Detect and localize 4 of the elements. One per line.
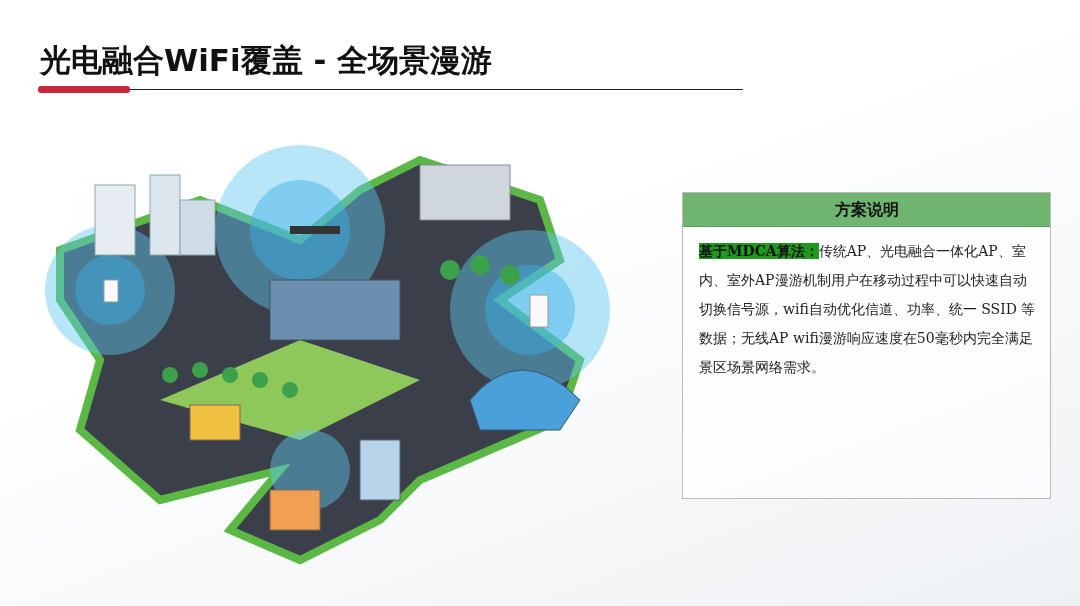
info-panel bbox=[682, 192, 1051, 499]
slide-title: 光电融合WiFi覆盖 - 全场景漫游 bbox=[40, 41, 493, 80]
panel-text: 基于MDCA算法：传统AP、光电融合一体化AP、室内、室外AP漫游机制用户在移动过程中可以快速自动切换信号源，wifi自动优化信道、功率、统一 SSID 等数据；无线AP wifi漫游响应速度在50毫秒内完全满足景区场景网络需求。 bbox=[699, 242, 1037, 377]
panel-heading: 方案说明 bbox=[683, 193, 1050, 227]
